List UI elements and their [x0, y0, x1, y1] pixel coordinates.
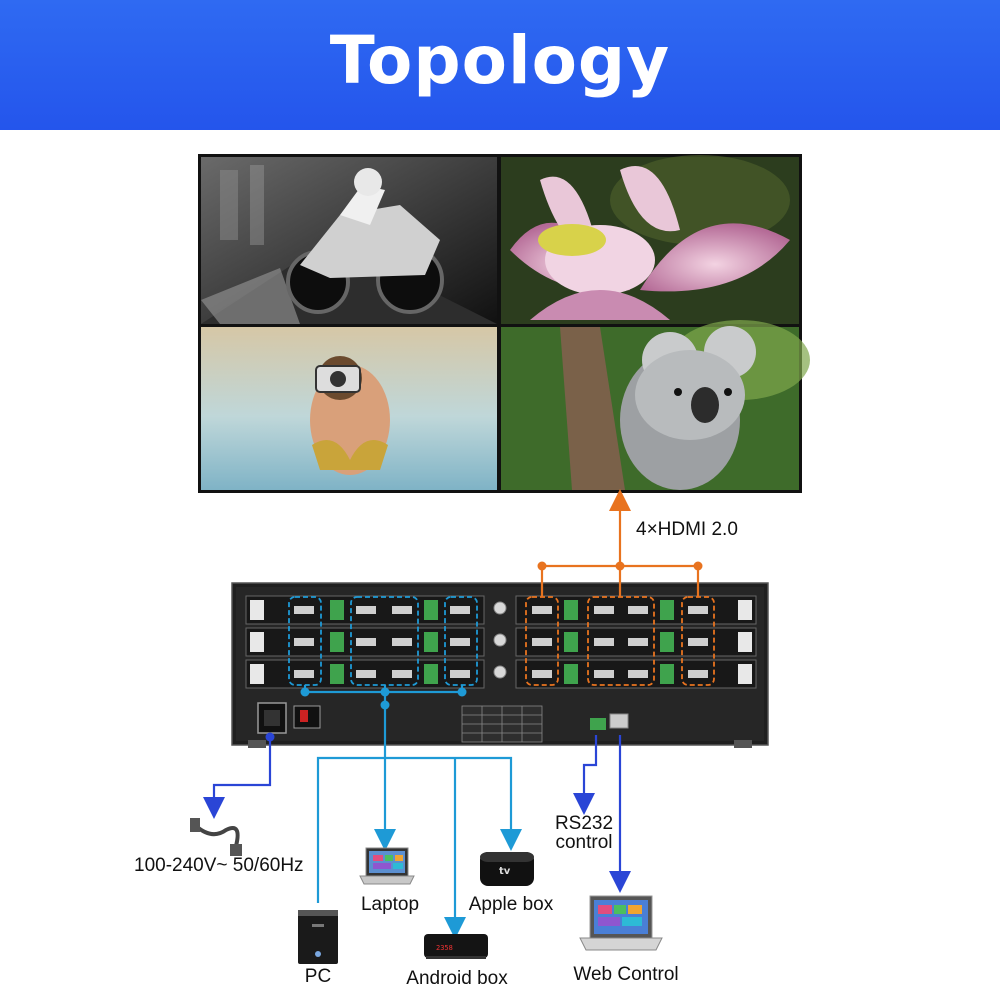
- laptop-icon: [359, 847, 415, 885]
- web-control-label: Web Control: [573, 964, 679, 985]
- laptop-label: Laptop: [360, 894, 420, 915]
- matrix-chassis: [231, 582, 769, 748]
- rs232-label-line1: RS232: [554, 813, 614, 834]
- android-box-label: Android box: [406, 968, 508, 989]
- apple-box-label: Apple box: [468, 894, 554, 915]
- svg-text:tv: tv: [499, 866, 511, 877]
- pc-label: PC: [304, 966, 332, 987]
- title-banner: [0, 0, 1000, 130]
- android-box-icon: 2358: [424, 934, 488, 959]
- video-wall: [198, 154, 810, 493]
- rs232-label: RS232 control: [548, 814, 620, 852]
- svg-text:2358: 2358: [436, 944, 453, 952]
- apple-box-icon: tv: [480, 852, 534, 886]
- rs232-label-line2: control: [555, 832, 613, 853]
- lotus-image: [501, 155, 799, 324]
- motorcycle-image: [201, 157, 497, 324]
- control-connection-lines: [203, 733, 631, 893]
- power-label: 100-240V~ 50/60Hz: [134, 855, 304, 876]
- page-title: Topology: [329, 22, 671, 99]
- beach-photographer-image: [201, 327, 497, 490]
- web-control-laptop-icon: [579, 895, 663, 951]
- koala-image: [501, 320, 810, 490]
- hdmi-output-label: 4×HDMI 2.0: [636, 519, 738, 540]
- pc-icon: [298, 910, 338, 964]
- power-cord-icon: [190, 818, 242, 856]
